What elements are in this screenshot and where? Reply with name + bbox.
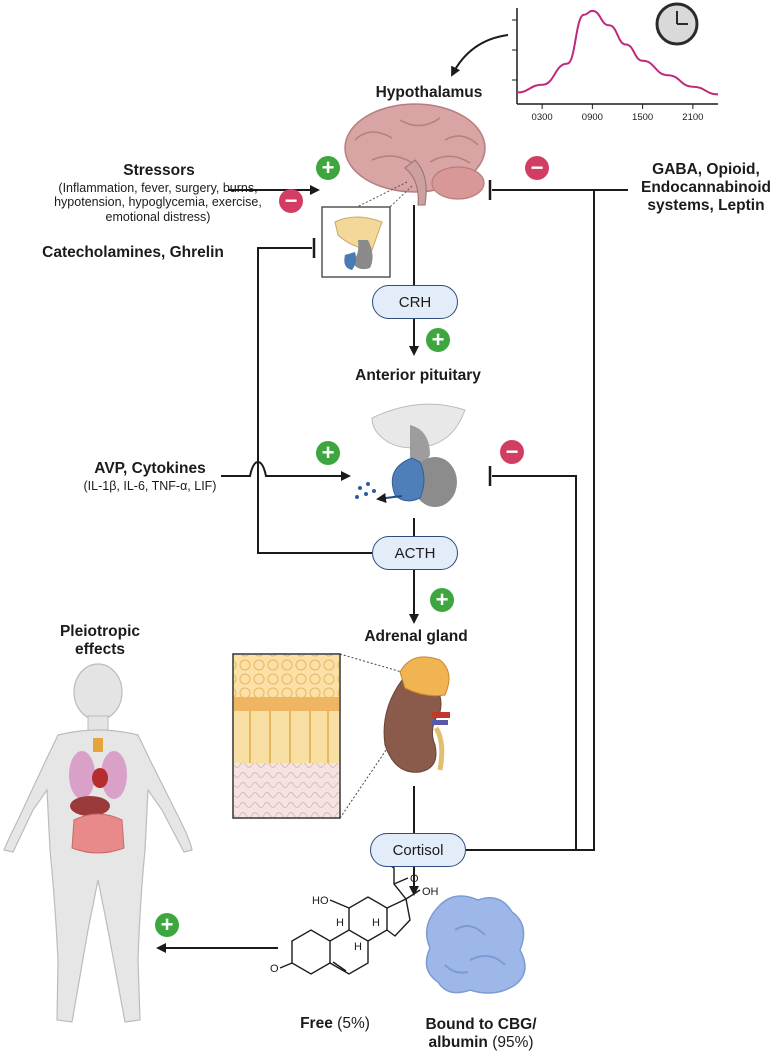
zoom-line	[356, 181, 408, 208]
stimulation-plus-icon: +	[316, 156, 340, 180]
avp-heading: AVP, Cytokines	[94, 460, 206, 477]
chart-x-tick-label: 0300	[532, 112, 553, 123]
bound-label-group: Bound to CBG/ albumin (95%)	[412, 1016, 550, 1052]
molecule-label-o: O	[270, 963, 279, 975]
inhibition-minus-icon: −	[525, 156, 549, 180]
cbg-albumin-protein-icon	[425, 895, 526, 994]
rhythm-arrow	[451, 34, 509, 77]
pituitary-inset-icon	[321, 206, 391, 278]
stimulation-plus-icon: +	[316, 441, 340, 465]
avp-details: (IL-1β, IL-6, TNF-α, LIF)	[83, 479, 217, 493]
kidney-adrenal-icon	[383, 656, 450, 773]
inhibition-minus-icon: −	[500, 440, 524, 464]
chart-x-tick-label: 0900	[582, 112, 603, 123]
free-label-group: Free (5%)	[280, 1015, 390, 1033]
chart-x-tick-label: 1500	[632, 112, 653, 123]
bound-percent: (95%)	[492, 1033, 534, 1051]
stimulation-plus-icon: +	[155, 913, 179, 937]
cortisol-curve	[516, 9, 719, 96]
chart-x-tick-label: 2100	[682, 112, 703, 123]
stimulation-plus-icon: +	[426, 328, 450, 352]
adrenal-gland-label: Adrenal gland	[364, 628, 468, 645]
acth-feedback-line	[257, 247, 372, 554]
molecule-label-ho: HO	[312, 895, 329, 907]
free-label: Free	[300, 1015, 333, 1032]
stressors-hormones: Catecholamines, Ghrelin	[42, 244, 224, 261]
inhibition-minus-icon: −	[279, 189, 303, 213]
pleiotropic-effects-label: Pleiotropic effects	[59, 623, 141, 658]
cortisol-node: Cortisol	[370, 833, 466, 867]
molecule-label-h: H	[372, 917, 380, 929]
adrenal-cortex-inset	[232, 653, 341, 819]
brain-icon	[344, 103, 486, 206]
stressors-details: (Inflammation, fever, surgery, burns, hy…	[54, 181, 262, 224]
stressors-heading: Stressors	[123, 162, 195, 179]
crh-node: CRH	[372, 285, 458, 319]
molecule-label-h: H	[354, 941, 362, 953]
cortisol-rhythm-chart: 0300 0900 1500 2100	[512, 2, 719, 123]
stimulation-plus-icon: +	[430, 588, 454, 612]
bound-label: Bound to CBG/ albumin	[425, 1016, 537, 1051]
molecule-label-h: H	[336, 917, 344, 929]
inhibitors-label: GABA, Opioid, Endocannabinoid systems, L…	[640, 161, 772, 214]
anterior-pituitary-icon	[355, 403, 466, 507]
anterior-pituitary-label: Anterior pituitary	[355, 367, 481, 384]
human-body-icon	[3, 663, 193, 1023]
acth-node: ACTH	[372, 536, 458, 570]
molecule-label-oh: OH	[422, 886, 439, 898]
cortisol-feedback-hypothalamus-line	[492, 189, 595, 851]
free-percent: (5%)	[337, 1015, 370, 1032]
clock-icon	[655, 2, 699, 46]
zoom-line	[339, 653, 413, 676]
hypothalamus-label: Hypothalamus	[375, 84, 483, 101]
cortisol-feedback-pituitary-line	[466, 475, 577, 851]
zoom-line	[389, 185, 413, 208]
cortisol-molecule	[279, 859, 421, 975]
